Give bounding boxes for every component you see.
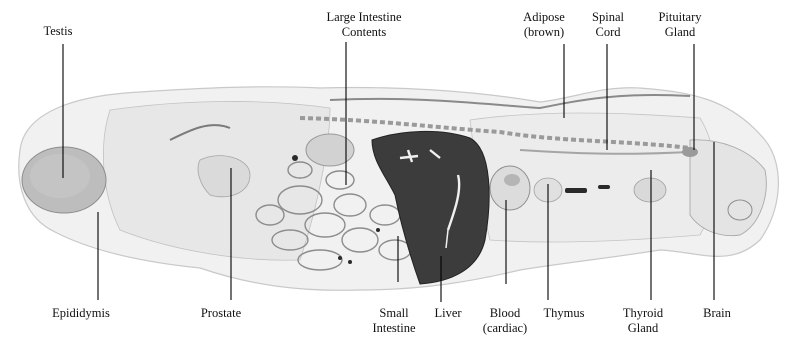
label-thyroid-gland: Thyroid Gland <box>623 306 663 336</box>
label-adipose-brown: Adipose (brown) <box>523 10 565 40</box>
label-epididymis: Epididymis <box>52 306 110 321</box>
label-large-intestine-contents: Large Intestine Contents <box>326 10 401 40</box>
label-prostate: Prostate <box>201 306 241 321</box>
label-thymus: Thymus <box>544 306 585 321</box>
label-spinal-cord: Spinal Cord <box>592 10 624 40</box>
label-pituitary-gland: Pituitary Gland <box>658 10 701 40</box>
label-liver: Liver <box>434 306 461 321</box>
label-brain: Brain <box>703 306 731 321</box>
label-small-intestine: Small Intestine <box>372 306 415 336</box>
heart-tissue <box>490 166 530 210</box>
label-blood-cardiac: Blood (cardiac) <box>483 306 527 336</box>
label-testis: Testis <box>44 24 73 39</box>
